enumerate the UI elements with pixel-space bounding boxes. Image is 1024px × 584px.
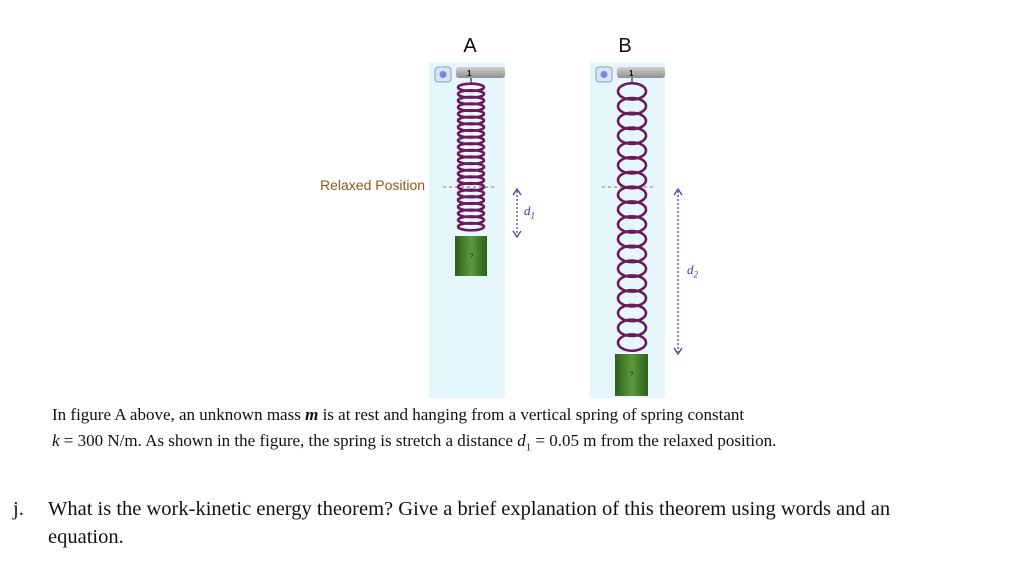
figure-b-spring-coil: [616, 96, 648, 116]
figure-b-spring-coil: [616, 244, 648, 264]
figure-b-spring: [616, 78, 648, 353]
figure-b-label: B: [618, 35, 632, 57]
figure-b-spring-coil: [616, 200, 648, 220]
figure-b-spring-coil: [616, 288, 648, 308]
figure-b-spring-coil: [616, 333, 648, 353]
figure-a-mass-mark: ?: [470, 254, 474, 260]
question-text: What is the work-kinetic energy theorem?…: [48, 495, 1018, 551]
figure-b-hook-number: 1: [629, 69, 634, 78]
figure-a-label: A: [463, 35, 477, 57]
question-letter: j.: [13, 498, 24, 520]
question-line-2: equation.: [48, 526, 124, 548]
figure-b-spring-coil: [616, 155, 648, 175]
figure-b-spring-coil: [616, 229, 648, 249]
figure-b-spring-coil: [616, 214, 648, 234]
figure-a-spring-coil: [456, 221, 486, 232]
figure-a-mass: [455, 236, 487, 276]
figure-a-spring: [456, 78, 486, 232]
figure-b-spring-coil: [616, 111, 648, 131]
figure-b-spring-coil: [616, 170, 648, 190]
figure-b-spring-coil: [616, 318, 648, 338]
paragraph-line-2: k = 300 N/m. As shown in the figure, the…: [52, 431, 777, 454]
figure-b-support-bar: [617, 67, 665, 78]
figure-b-spring-coil: [616, 141, 648, 160]
d2-arrow: [673, 187, 683, 356]
problem-paragraph: In figure A above, an unknown mass m is …: [52, 402, 992, 460]
figure-b-panel: [590, 62, 665, 398]
figure-a-hook-number: 1: [467, 69, 472, 78]
figure-b-spring-coil: [616, 274, 648, 293]
question-line-1: What is the work-kinetic energy theorem?…: [48, 498, 891, 520]
d2-label: d2: [687, 262, 698, 280]
relaxed-position-label: Relaxed Position: [320, 177, 426, 193]
figure-b-spring-coil: [616, 303, 648, 323]
figure-b-spring-coil: [616, 259, 648, 279]
paragraph-line-1: In figure A above, an unknown mass m is …: [52, 405, 745, 424]
figure-b-spring-coil: [616, 81, 648, 101]
d1-arrow: [512, 187, 522, 239]
figure-b-mass-mark: ?: [630, 372, 634, 378]
figure-b-mass: [615, 354, 648, 396]
d1-label: d1: [524, 203, 535, 221]
figure-b-spring-coil: [616, 185, 648, 205]
figure-a-support-bar: [456, 67, 505, 78]
figure-b-spring-coil: [616, 126, 648, 146]
